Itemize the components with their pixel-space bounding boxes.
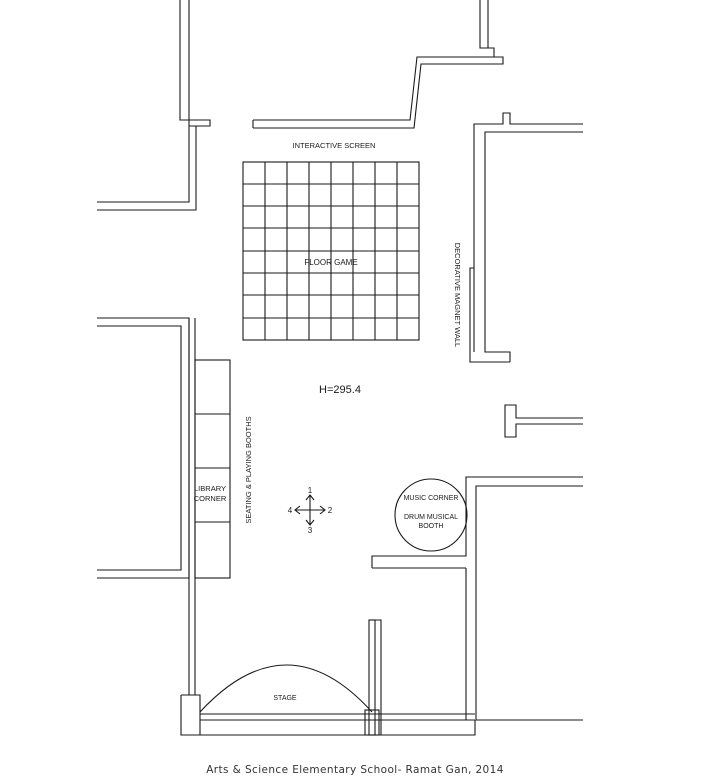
floor-game-label: FLOOR GAME — [304, 258, 357, 267]
library-corner-label-1: LIBRARY — [194, 484, 226, 493]
height-label: H=295.4 — [319, 384, 361, 396]
compass-north: 1 — [308, 486, 313, 495]
compass-west: 4 — [288, 506, 293, 515]
compass-south: 3 — [308, 526, 313, 535]
drum-booth-label-2: BOOTH — [419, 523, 444, 530]
wall-right-upper — [469, 112, 583, 363]
wall-top-center — [252, 0, 504, 129]
wall-right-stub — [504, 404, 583, 438]
seating-booths — [194, 359, 231, 579]
music-booth-circle — [394, 478, 468, 552]
seating-booths-label: SEATING & PLAYING BOOTHS — [244, 416, 253, 523]
decorative-magnet-wall-label: DECORATIVE MAGNET WALL — [453, 243, 462, 347]
drum-booth-label-1: DRUM MUSICAL — [404, 514, 458, 521]
stage-label: STAGE — [273, 695, 297, 702]
library-corner-label-2: CORNER — [194, 494, 227, 503]
interactive-screen-label: INTERACTIVE SCREEN — [293, 141, 376, 150]
wall-right-lower — [371, 476, 583, 721]
plan-caption: Arts & Science Elementary School- Ramat … — [206, 764, 504, 776]
wall-top-left — [97, 0, 211, 211]
compass-east: 2 — [328, 506, 333, 515]
compass-arrows — [294, 494, 326, 526]
wall-left-middle — [97, 317, 196, 648]
music-corner-label: MUSIC CORNER — [404, 495, 459, 502]
floor-game-grid — [242, 161, 420, 341]
stage-area — [180, 619, 476, 736]
